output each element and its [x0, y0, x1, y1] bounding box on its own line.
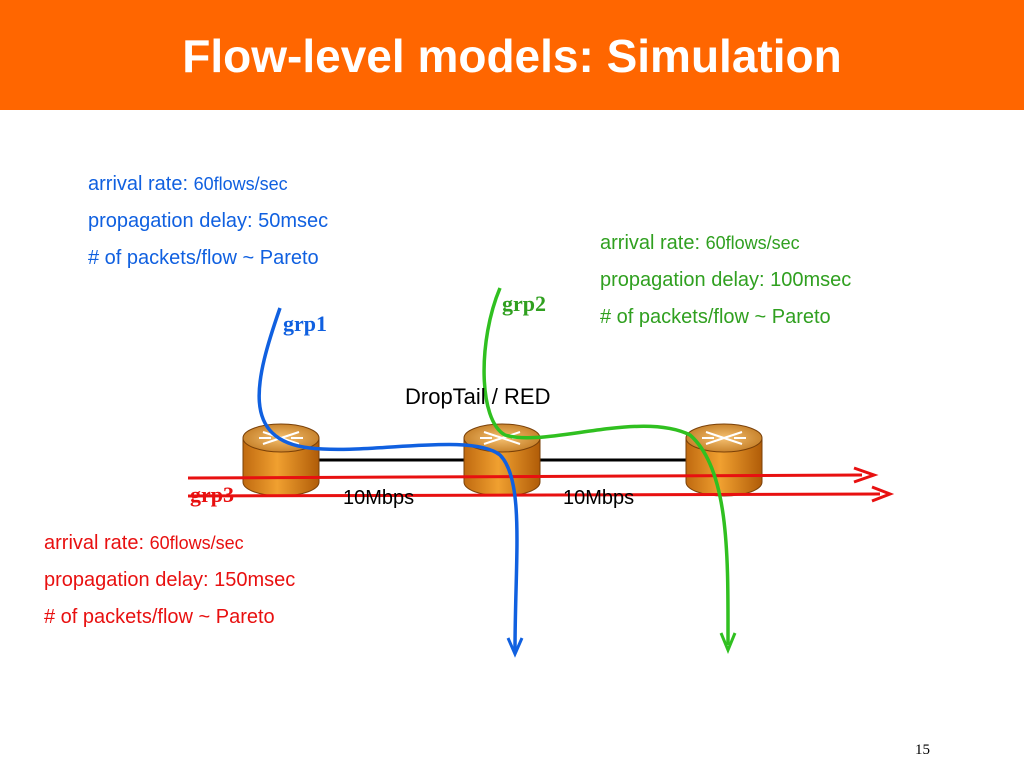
grp1-info: arrival rate: 60flows/sec propagation de…: [88, 166, 328, 277]
grp2-propagation-delay: propagation delay: 100msec: [600, 269, 852, 291]
link-1-bandwidth: 10Mbps: [343, 487, 415, 509]
grp3-packets-per-flow: # of packets/flow ~ Pareto: [44, 606, 275, 628]
grp2-arrival-rate: arrival rate: 60flows/sec: [600, 225, 851, 262]
grp2-arrival-prefix: arrival rate:: [600, 232, 706, 254]
grp2-label: grp2: [502, 291, 546, 316]
grp1-arrival-rate: arrival rate: 60flows/sec: [88, 166, 328, 203]
grp2-arrow: [719, 632, 737, 654]
grp1-arrival-prefix: arrival rate:: [88, 173, 194, 195]
slide-title: Flow-level models: Simulation: [182, 30, 842, 82]
router-3: [685, 423, 763, 497]
grp2-flow: [482, 287, 730, 646]
grp3-arrival-value: 60flows/sec: [149, 533, 244, 553]
page-number: 15: [915, 742, 930, 758]
grp2-packets-per-flow: # of packets/flow ~ Pareto: [600, 306, 831, 328]
grp3-info: arrival rate: 60flows/sec propagation de…: [44, 525, 295, 636]
grp3-arrival-rate: arrival rate: 60flows/sec: [44, 525, 295, 562]
grp3-label: grp3: [190, 482, 234, 507]
grp3-flow-upper: [187, 473, 863, 480]
link-2-bandwidth: 10Mbps: [563, 487, 635, 509]
grp1-flow: [257, 307, 519, 651]
router-2: [463, 423, 541, 497]
grp3-flow-lower: [187, 492, 881, 498]
grp1-packets-per-flow: # of packets/flow ~ Pareto: [88, 247, 319, 269]
grp1-propagation-delay: propagation delay: 50msec: [88, 210, 329, 232]
grp2-info: arrival rate: 60flows/sec propagation de…: [600, 225, 851, 336]
grp1-arrival-value: 60flows/sec: [193, 174, 288, 194]
grp1-label: grp1: [283, 311, 327, 336]
title-bar: [0, 0, 1024, 110]
grp3-arrival-prefix: arrival rate:: [44, 532, 150, 554]
router-1: [242, 423, 320, 497]
grp3-arrow-lower: [871, 485, 895, 503]
grp3-arrow-upper: [853, 466, 879, 484]
grp2-arrival-value: 60flows/sec: [705, 233, 800, 253]
grp3-propagation-delay: propagation delay: 150msec: [44, 569, 296, 591]
queue-label: DropTail / RED: [405, 384, 551, 409]
grp1-arrow: [506, 637, 524, 658]
